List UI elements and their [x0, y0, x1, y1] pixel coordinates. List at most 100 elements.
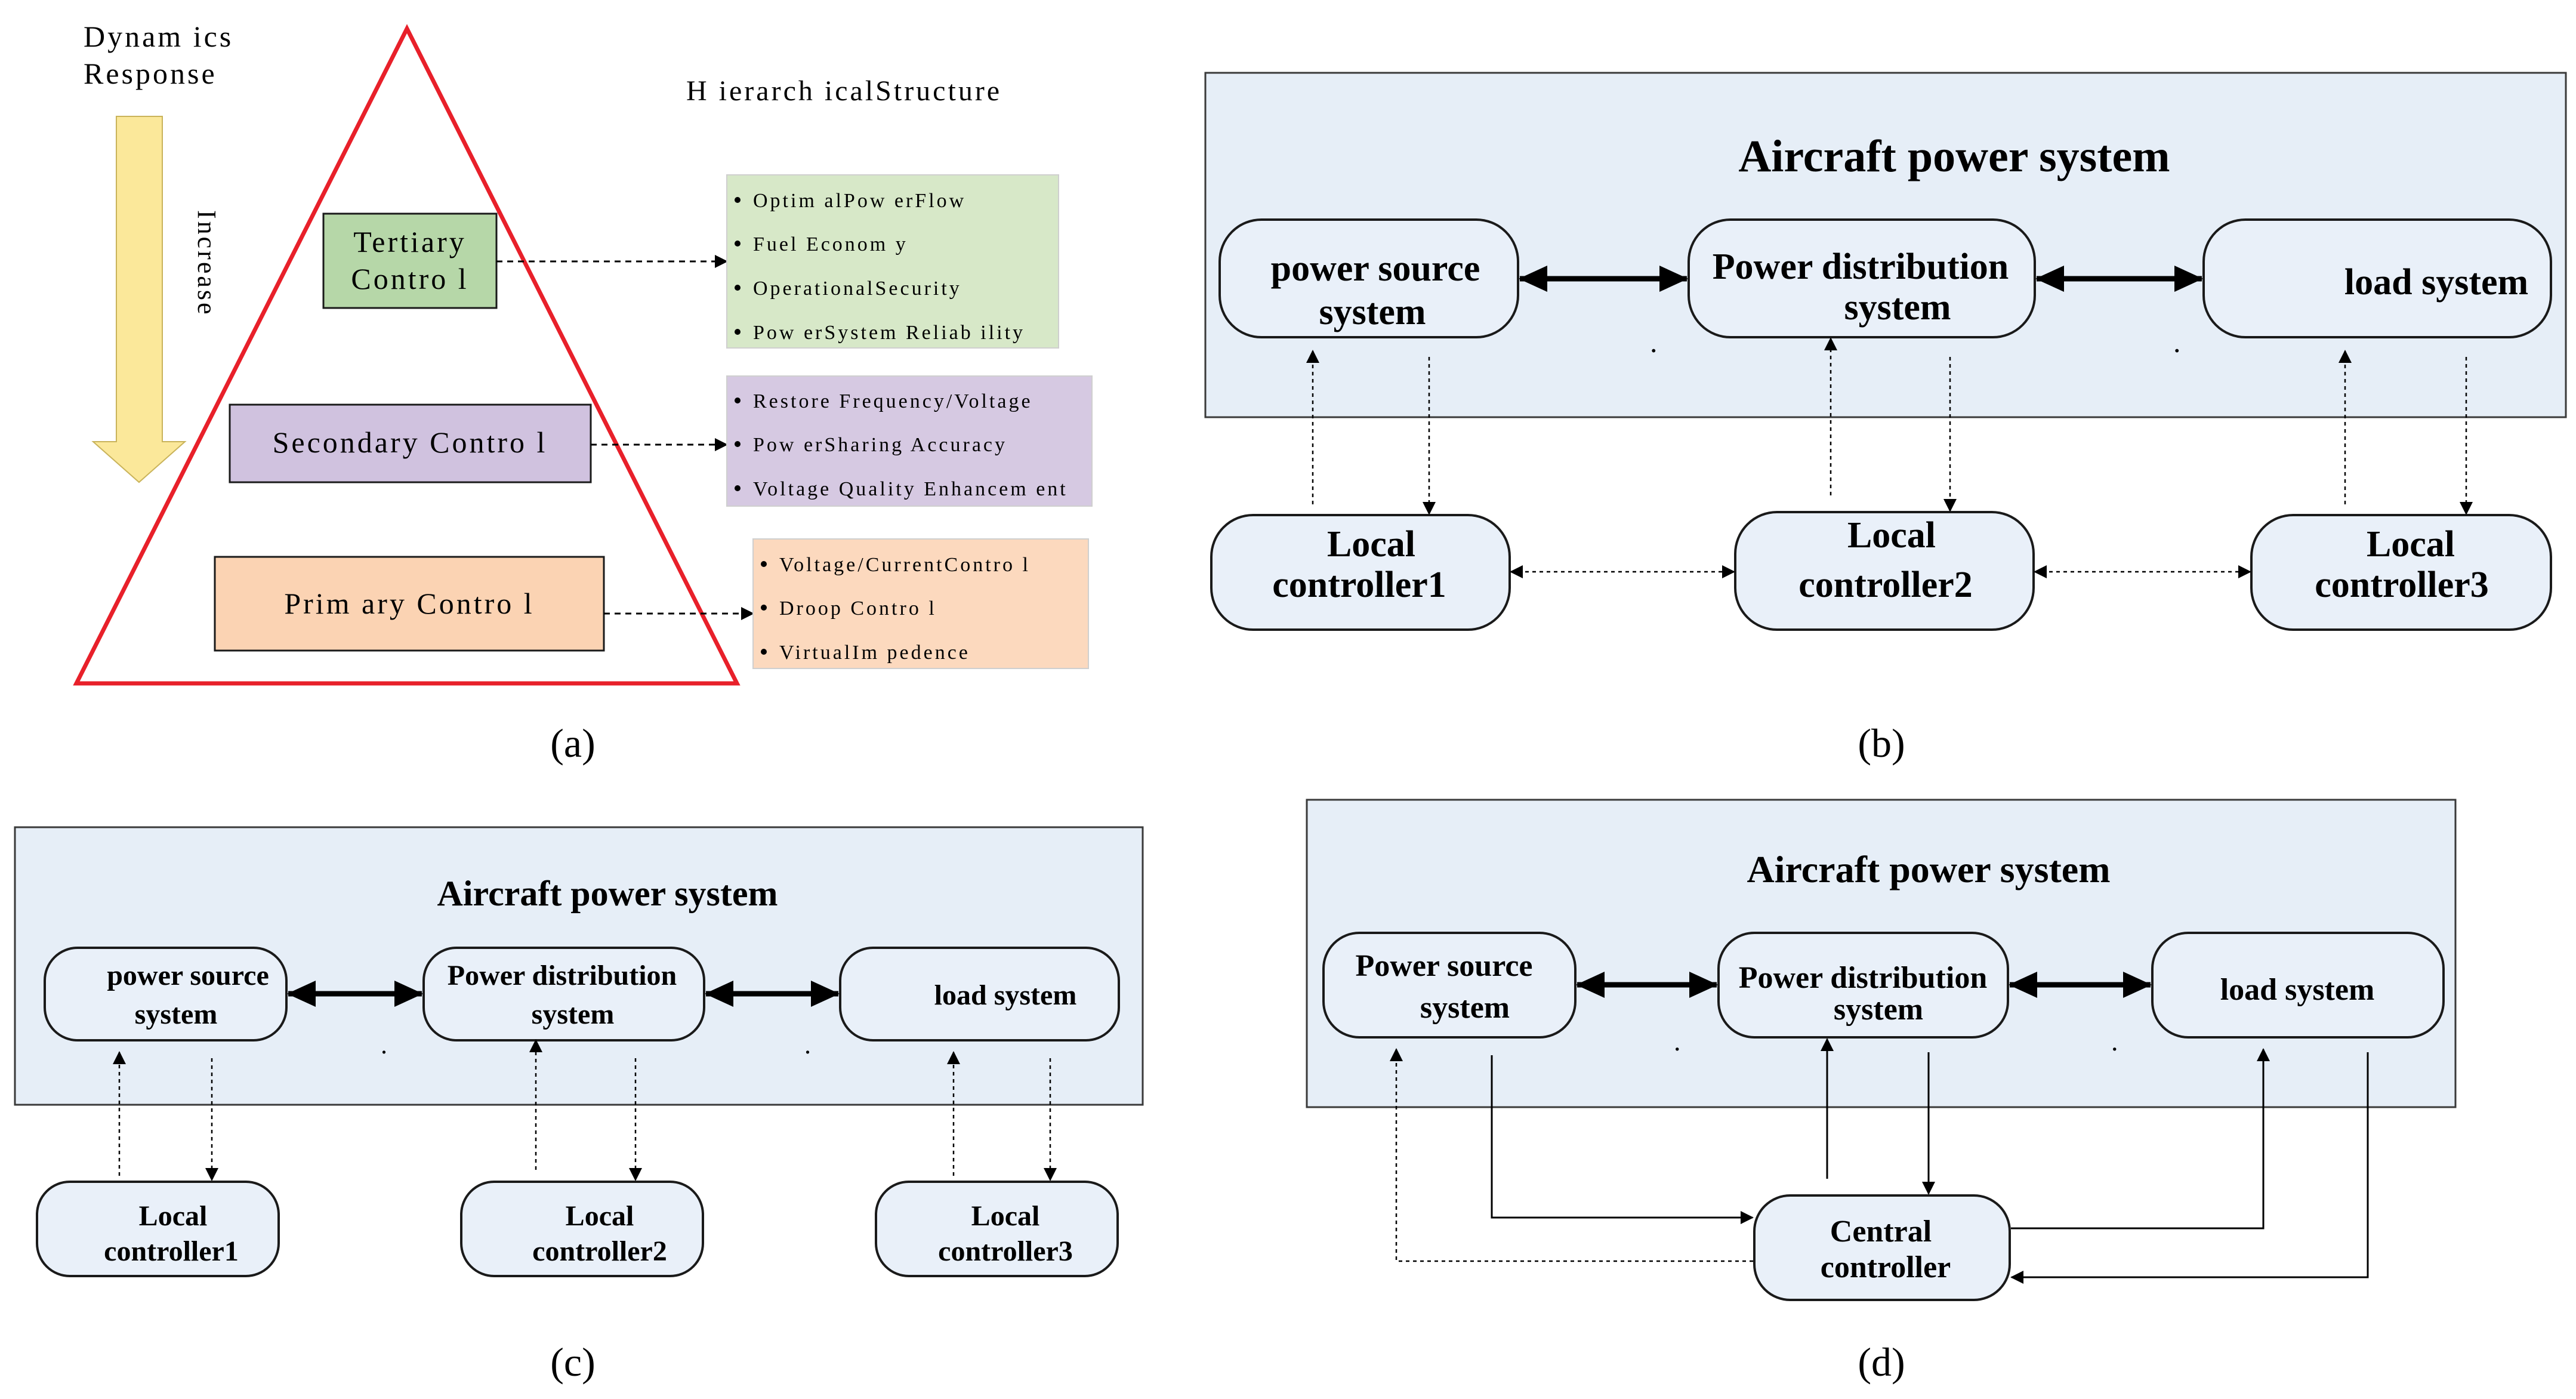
- hierarchical-structure-label: H ierarch icalStructure: [686, 75, 1002, 107]
- power-source-system-d: [1322, 932, 1577, 1039]
- panel-d: Aircraft power system Power source syste…: [1306, 799, 2457, 1385]
- local-controller3-line2-c: controller3: [938, 1235, 1073, 1267]
- power-distribution-line1-b: Power distribution: [1713, 246, 2009, 287]
- tertiary-list-box: [726, 174, 1059, 349]
- list-item: Voltage/CurrentContro l: [779, 554, 1031, 576]
- load-system-label-d: load system: [2220, 973, 2375, 1007]
- load-system-label-b: load system: [2344, 262, 2528, 303]
- response-label: Response: [84, 57, 217, 90]
- primary-control-label: Prim ary Contro l: [284, 587, 534, 620]
- power-source-line2-c: system: [135, 999, 218, 1030]
- primary-control-box: [214, 556, 605, 652]
- central-controller-line1-d: Central: [1830, 1215, 1932, 1249]
- panel-c: Aircraft power system power source syste…: [14, 826, 1144, 1385]
- load-system-d: [2151, 932, 2445, 1039]
- list-bullet: [735, 397, 741, 403]
- central-controller-line2-d: controller: [1821, 1250, 1951, 1284]
- list-item: VirtualIm pedence: [779, 642, 970, 664]
- dot-d-2: .: [2111, 1026, 2118, 1056]
- local-controller2-line2-b: controller2: [1798, 565, 1973, 605]
- list-item: Pow erSystem Reliab ility: [753, 322, 1025, 344]
- power-distribution-line2-d: system: [1834, 993, 1923, 1027]
- list-bullet: [735, 241, 741, 246]
- primary-list: Voltage/CurrentContro l Droop Contro l V…: [761, 554, 1031, 664]
- list-bullet: [761, 649, 767, 655]
- load-to-cc-d: [2010, 1052, 2369, 1284]
- dot-b-2: .: [2173, 325, 2181, 359]
- central-controller-d: [1753, 1194, 2011, 1301]
- local-controller1-c: [36, 1181, 280, 1277]
- panel-a: Dynam ics Response Increase H ierarch ic…: [73, 20, 1093, 766]
- dynamics-label: Dynam ics: [84, 20, 233, 53]
- caption-b: (b): [1858, 720, 1905, 766]
- power-distribution-system-b: [1687, 218, 2036, 338]
- load-system-label-c: load system: [934, 979, 1077, 1011]
- list-item: Pow erSharing Accuracy: [753, 434, 1007, 456]
- increase-arrow: [91, 116, 187, 483]
- local-controller1-line2-b: controller1: [1272, 565, 1446, 605]
- load-system-b: [2202, 218, 2552, 338]
- tertiary-list: Optim alPow erFlow Fuel Econom y Operati…: [735, 190, 1025, 344]
- power-distribution-line2-c: system: [532, 999, 615, 1030]
- source-to-cc-d: [1491, 1055, 1754, 1224]
- local-controller1-line1-c: Local: [139, 1200, 208, 1232]
- list-bullet: [735, 441, 741, 447]
- power-source-system-c: [44, 947, 288, 1041]
- local-controller1-line1-b: Local: [1327, 524, 1415, 565]
- local-controller1-line2-c: controller1: [104, 1235, 239, 1267]
- aircraft-power-system-title-b: Aircraft power system: [1738, 131, 2170, 181]
- list-bullet: [735, 197, 741, 203]
- list-bullet: [735, 285, 741, 291]
- dot-c-1: .: [381, 1030, 387, 1059]
- secondary-control-label: Secondary Contro l: [273, 426, 548, 459]
- local-controller2-line2-c: controller2: [532, 1235, 667, 1267]
- secondary-list: Restore Frequency/Voltage Pow erSharing …: [735, 390, 1068, 500]
- power-distribution-line1-d: Power distribution: [1739, 961, 1988, 995]
- tertiary-control-line1: Tertiary: [353, 225, 467, 258]
- secondary-control-box: [229, 403, 592, 483]
- power-source-line2-b: system: [1319, 292, 1426, 332]
- local-controller3-b: [2250, 514, 2552, 631]
- local-controller3-line2-b: controller3: [2315, 565, 2489, 605]
- list-item: OperationalSecurity: [753, 278, 962, 300]
- primary-list-box: [752, 538, 1089, 669]
- dot-d-1: .: [1674, 1026, 1681, 1056]
- hierarchy-triangle: [73, 24, 741, 686]
- power-distribution-system-c: [422, 947, 705, 1041]
- aircraft-power-system-title-d: Aircraft power system: [1747, 848, 2111, 890]
- cc-to-load-d: [2011, 1048, 2270, 1229]
- list-item: Restore Frequency/Voltage: [753, 390, 1033, 412]
- power-distribution-line1-c: Power distribution: [448, 960, 677, 991]
- secondary-list-box: [726, 375, 1093, 507]
- panel-b: Aircraft power system power source syste…: [1204, 72, 2567, 766]
- power-source-line1-d: Power source: [1356, 949, 1533, 983]
- local-controller3-line1-b: Local: [2367, 524, 2455, 565]
- increase-label: Increase: [192, 210, 221, 317]
- aircraft-power-system-title-c: Aircraft power system: [437, 874, 778, 913]
- tertiary-control-line2: Contro l: [351, 262, 468, 295]
- local-controller2-c: [460, 1181, 704, 1277]
- caption-c: (c): [550, 1339, 595, 1385]
- local-controller3-c: [875, 1181, 1119, 1277]
- power-source-system-b: [1218, 218, 1519, 338]
- list-item: Fuel Econom y: [753, 233, 908, 255]
- caption-a: (a): [550, 720, 595, 766]
- list-bullet: [761, 605, 767, 611]
- power-source-line1-b: power source: [1271, 248, 1480, 289]
- power-distribution-line2-b: system: [1844, 287, 1951, 328]
- list-bullet: [761, 561, 767, 567]
- power-source-line2-d: system: [1420, 991, 1510, 1025]
- power-source-line1-c: power source: [107, 960, 269, 991]
- local-controller2-line1-b: Local: [1847, 515, 1936, 556]
- list-item: Optim alPow erFlow: [753, 190, 966, 212]
- power-distribution-system-d: [1717, 932, 2009, 1039]
- list-bullet: [735, 485, 741, 491]
- load-system-c: [839, 947, 1120, 1041]
- dot-c-2: .: [804, 1030, 811, 1059]
- local-controller2-line1-c: Local: [566, 1200, 634, 1232]
- list-item: Voltage Quality Enhancem ent: [753, 478, 1068, 500]
- local-controller3-line1-c: Local: [971, 1200, 1040, 1232]
- caption-d: (d): [1858, 1339, 1905, 1385]
- list-item: Droop Contro l: [779, 597, 937, 620]
